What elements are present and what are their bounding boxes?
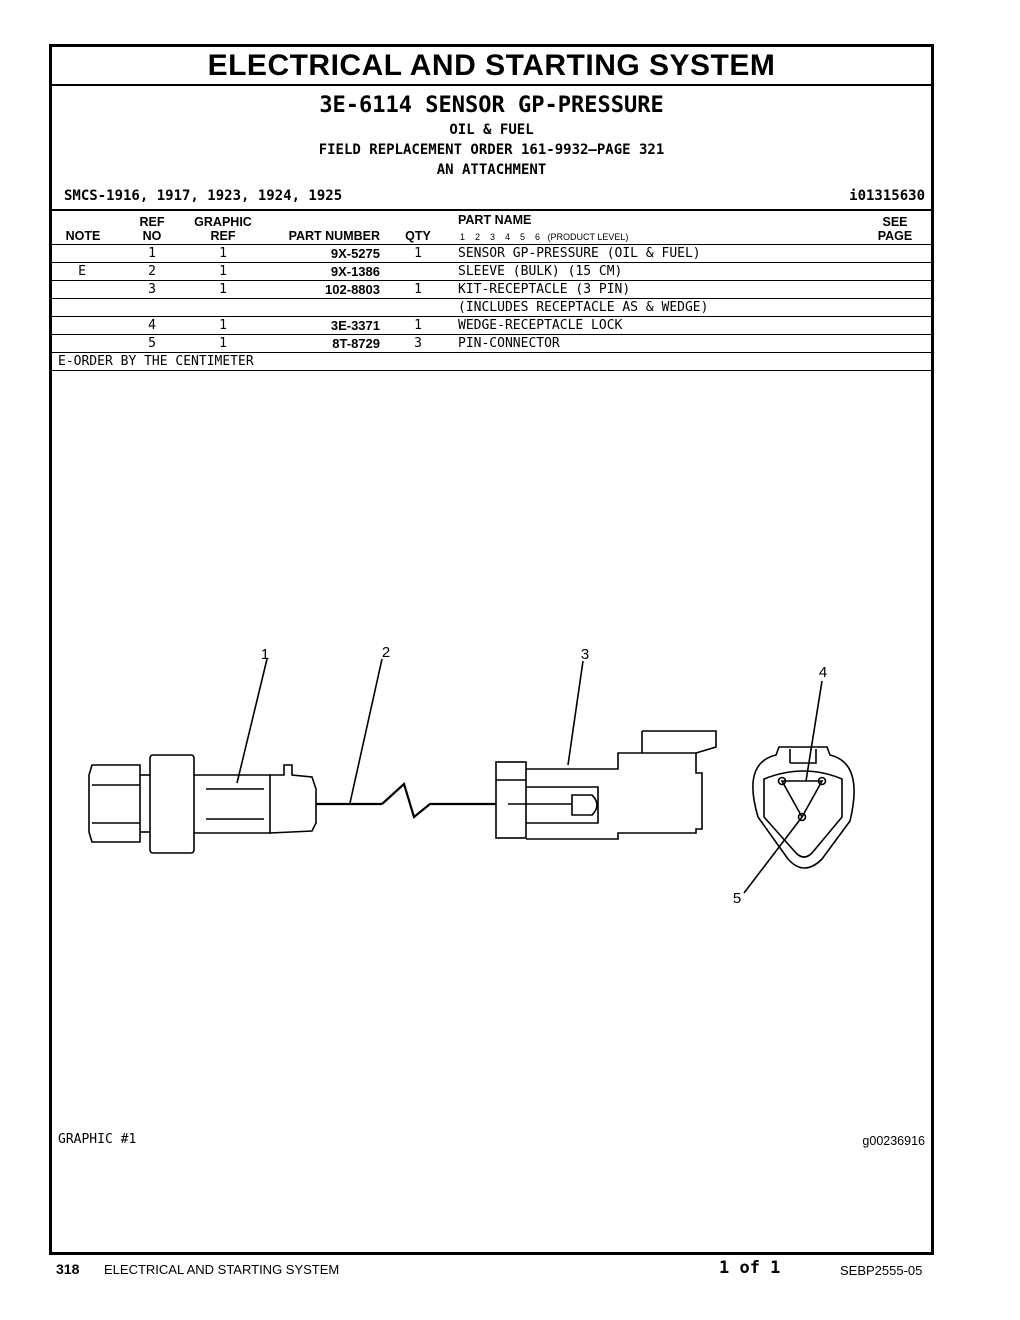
- row1-part-name: SENSOR GP-PRESSURE (OIL & FUEL): [458, 246, 701, 261]
- row6-part-number: 8T-8729: [332, 336, 380, 351]
- header-rule: [52, 244, 931, 245]
- col-part-number: PART NUMBER: [288, 229, 380, 243]
- row-rule: [52, 352, 931, 353]
- row1-ref-no: 1: [148, 246, 156, 261]
- section-title: ELECTRICAL AND STARTING SYSTEM: [52, 47, 931, 86]
- row4-part-name: (INCLUDES RECEPTACLE AS & WEDGE): [458, 300, 709, 315]
- footnote-e: E-ORDER BY THE CENTIMETER: [58, 354, 254, 369]
- row-rule: [52, 280, 931, 281]
- col-part-name: PART NAME: [458, 213, 532, 227]
- col-product-level: 1 2 3 4 5 6 (PRODUCT LEVEL): [460, 232, 629, 242]
- part-title: 3E-6114 SENSOR GP-PRESSURE: [319, 93, 664, 118]
- row3-part-name: KIT-RECEPTACLE (3 PIN): [458, 282, 631, 297]
- row2-graphic-ref: 1: [219, 264, 227, 279]
- row5-part-name: WEDGE-RECEPTACLE LOCK: [458, 318, 623, 333]
- doc-number: SEBP2555-05: [840, 1263, 923, 1278]
- page-of: 1 of 1: [719, 1258, 781, 1278]
- row2-note: E: [78, 264, 86, 279]
- row5-part-number: 3E-3371: [330, 318, 380, 333]
- col-see-page-top: SEE: [882, 215, 908, 229]
- row-rule: [52, 298, 931, 299]
- row3-graphic-ref: 1: [219, 282, 227, 297]
- row3-ref-no: 3: [148, 282, 156, 297]
- row-rule: [52, 334, 931, 335]
- callout-1: 1: [261, 646, 269, 663]
- part-subtitle-2: FIELD REPLACEMENT ORDER 161-9932—PAGE 32…: [318, 142, 665, 158]
- row6-part-name: PIN-CONNECTOR: [458, 336, 560, 351]
- footer-section: ELECTRICAL AND STARTING SYSTEM: [104, 1262, 340, 1277]
- col-ref-no-top: REF: [139, 215, 165, 229]
- row1-qty: 1: [414, 246, 422, 261]
- row3-qty: 1: [414, 282, 422, 297]
- col-graphic-ref-bottom: REF: [210, 229, 236, 243]
- part-subtitle-1: OIL & FUEL: [449, 122, 534, 138]
- page-number: 318: [56, 1261, 80, 1277]
- col-see-page-bottom: PAGE: [877, 229, 913, 243]
- row-rule: [52, 316, 931, 317]
- row6-qty: 3: [414, 336, 422, 351]
- graphic-id: g00236916: [862, 1134, 925, 1148]
- row5-qty: 1: [414, 318, 422, 333]
- col-graphic-ref-top: GRAPHIC: [194, 215, 252, 229]
- illustration-id: i01315630: [849, 188, 925, 204]
- callout-3: 3: [581, 646, 589, 663]
- table-bottom-rule: [52, 370, 931, 371]
- table-top-rule: [52, 209, 931, 211]
- row6-ref-no: 5: [148, 336, 156, 351]
- row5-graphic-ref: 1: [219, 318, 227, 333]
- part-illustration: 1 2 3 4 5: [88, 644, 855, 907]
- callout-2: 2: [382, 644, 390, 661]
- row2-part-name: SLEEVE (BULK) (15 CM): [458, 264, 623, 279]
- row6-graphic-ref: 1: [219, 336, 227, 351]
- callout-5: 5: [733, 890, 741, 907]
- part-subtitle-3: AN ATTACHMENT: [436, 162, 547, 178]
- row5-ref-no: 4: [148, 318, 156, 333]
- row1-part-number: 9X-5275: [330, 246, 380, 261]
- graphic-label: GRAPHIC #1: [58, 1132, 137, 1147]
- col-note: NOTE: [65, 229, 101, 243]
- smcs-codes: SMCS-1916, 1917, 1923, 1924, 1925: [64, 188, 343, 204]
- row2-part-number: 9X-1386: [330, 264, 380, 279]
- col-ref-no-bottom: NO: [142, 229, 162, 243]
- row-rule: [52, 262, 931, 263]
- row2-ref-no: 2: [148, 264, 156, 279]
- col-qty: QTY: [405, 229, 431, 243]
- row3-part-number: 102-8803: [325, 282, 380, 297]
- row1-graphic-ref: 1: [219, 246, 227, 261]
- page-frame: ELECTRICAL AND STARTING SYSTEM 3E-6114 S…: [49, 44, 934, 1255]
- callout-4: 4: [819, 664, 827, 681]
